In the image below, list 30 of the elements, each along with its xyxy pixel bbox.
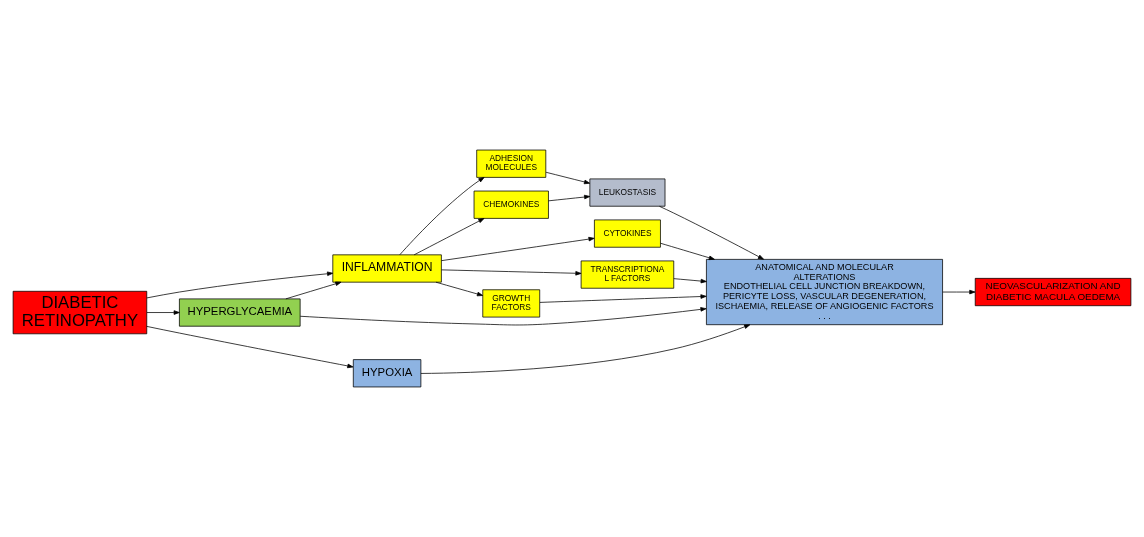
arrow — [539, 294, 707, 303]
arrow — [942, 289, 976, 295]
arrow — [435, 281, 484, 297]
node-box: ADHESION MOLECULES — [476, 149, 547, 178]
arrow — [146, 326, 354, 369]
node-box: GROWTH FACTORS — [482, 289, 541, 318]
node-box: NEOVASCULARIZATION AND DIABETIC MACULA OEDEMA — [974, 278, 1132, 307]
arrow — [673, 278, 707, 284]
node-box: INFLAMMATION — [332, 254, 442, 283]
arrow — [660, 242, 715, 260]
node-box: LEUKOSTASIS — [589, 178, 666, 207]
arrow — [399, 177, 485, 256]
arrow — [146, 271, 334, 299]
node-box: CHEMOKINES — [473, 190, 549, 219]
arrow — [285, 281, 342, 300]
arrow — [420, 324, 751, 374]
node-box: HYPERGLYCAEMIA — [179, 298, 301, 327]
arrow — [441, 269, 582, 276]
node-box: HYPOXIA — [352, 359, 422, 388]
arrow — [441, 236, 595, 262]
node-box: ANATOMICAL AND MOLECULAR ALTERATIONS ENDOTHELIAL CELL JUNCTION BREAKDOWN, PERICYTE LOSS, VASCULAR DEGENERATION, ISCHAEMIA, RELEASE OF ANGIOGENIC FACTORS . . . — [706, 259, 943, 326]
arrow — [413, 218, 485, 256]
arrow — [299, 307, 707, 326]
node-box: DIABETIC RETINOPATHY — [12, 290, 148, 335]
arrow — [548, 194, 591, 202]
node-box: CYTOKINES — [594, 219, 661, 248]
arrow — [545, 171, 591, 185]
node-box: TRANSCRIPTIONA L FACTORS — [580, 260, 675, 289]
arrow — [659, 205, 764, 260]
arrow — [146, 310, 180, 315]
